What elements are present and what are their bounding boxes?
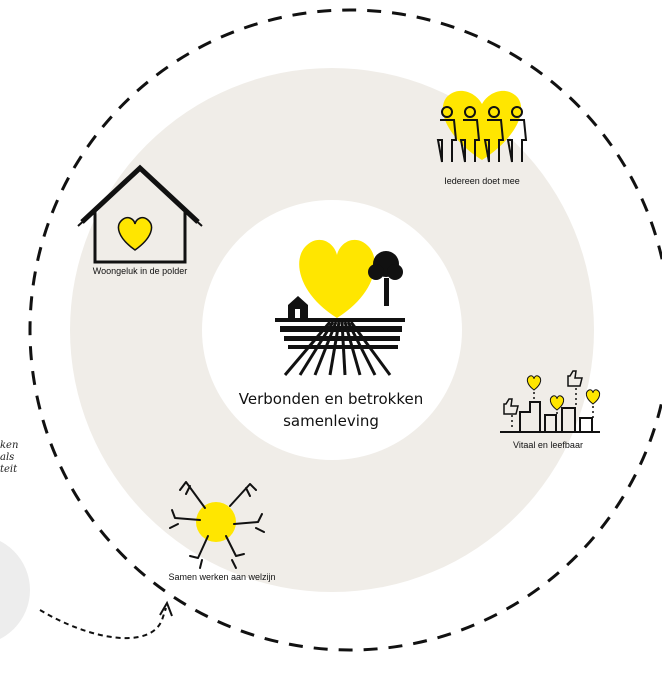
center-landscape-icon [275,239,405,376]
center-title-line1: Verbonden en betrokken [238,390,424,408]
theme-label-iedereen: Iedereen doet mee [444,176,520,186]
theme-label-vitaal: Vitaal en leefbaar [513,440,583,450]
center-title-line2: samenleving [283,412,379,430]
arrow-head-icon [159,600,173,617]
city-hearts-icon [500,370,601,433]
center-heart-icon [299,239,375,318]
side-circle [0,541,30,639]
side-text-3: teit [0,464,18,475]
outer-dashed-circle [28,8,662,652]
side-text-2: als [0,452,15,463]
house-heart-icon [77,164,203,264]
connector-arrow [39,607,167,640]
side-text-1: ken [0,440,19,451]
people-heart-icon [436,90,528,163]
theme-label-samen: Samen werken aan welzijn [168,572,276,582]
theme-label-woongeluk: Woongeluk in de polder [92,266,188,276]
hands-together-icon [169,481,265,569]
